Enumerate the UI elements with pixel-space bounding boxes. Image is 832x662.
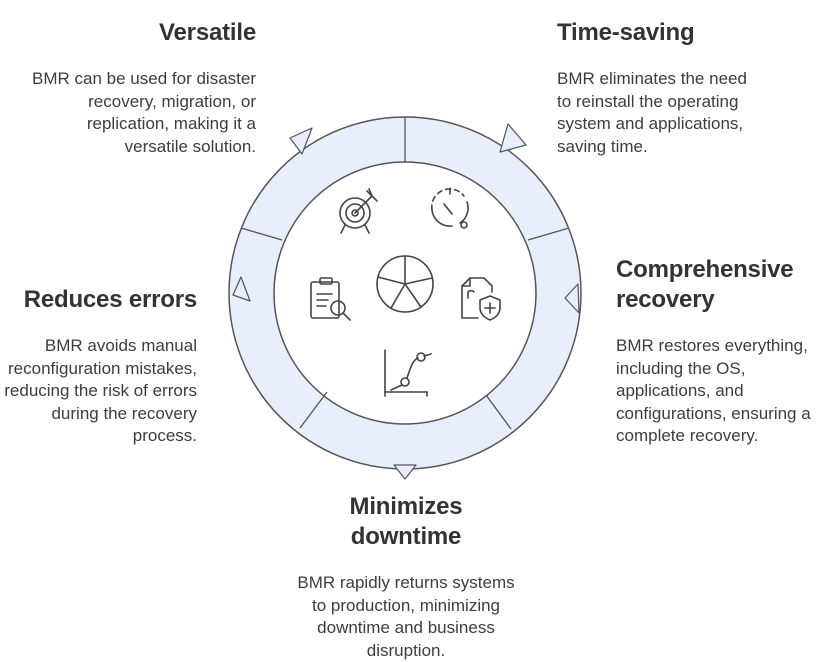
ring-arrow-top-left: [289, 127, 313, 155]
segment-description: BMR eliminates the need to reinstall the…: [557, 69, 747, 156]
segment-title: Reduces errors: [23, 286, 197, 313]
ring-separator: [299, 391, 328, 429]
segment-reduces-errors: Reduces errors BMR avoids manual reconfi…: [4, 285, 197, 448]
pie-chart-icon: [376, 255, 434, 313]
ring-arrow-bottom: [393, 464, 417, 480]
segment-description: BMR rapidly returns systems to productio…: [297, 573, 515, 660]
ring-separator: [240, 227, 283, 241]
segment-title: Comprehensive recovery: [616, 256, 794, 313]
growth-chart-icon: [384, 349, 432, 397]
inner-disc: [273, 161, 537, 425]
segment-title: Time-saving: [557, 19, 695, 46]
segment-minimizes-downtime: Minimizes downtime BMR rapidly returns s…: [296, 492, 516, 662]
clock-icon: [430, 187, 469, 229]
segment-description: BMR can be used for disaster recovery, m…: [32, 69, 256, 156]
segment-title: Versatile: [159, 19, 256, 46]
ring-arrow-left: [232, 276, 251, 302]
document-shield-icon: [461, 277, 501, 321]
ring-separator: [527, 227, 570, 241]
ring-arrow-right: [564, 283, 580, 314]
segment-time-saving: Time-saving BMR eliminates the need to r…: [557, 18, 757, 158]
ring-arrow-top-right: [499, 123, 527, 153]
clipboard-search-icon: [310, 277, 351, 321]
ring-separator: [485, 394, 512, 430]
segment-description: BMR restores everything, including the O…: [616, 336, 811, 445]
target-icon: [339, 188, 378, 234]
segment-comprehensive-recovery: Comprehensive recovery BMR restores ever…: [616, 255, 822, 448]
segment-versatile: Versatile BMR can be used for disaster r…: [30, 18, 256, 158]
segment-title: Minimizes downtime: [349, 493, 463, 550]
segment-description: BMR avoids manual reconfiguration mistak…: [4, 336, 197, 445]
